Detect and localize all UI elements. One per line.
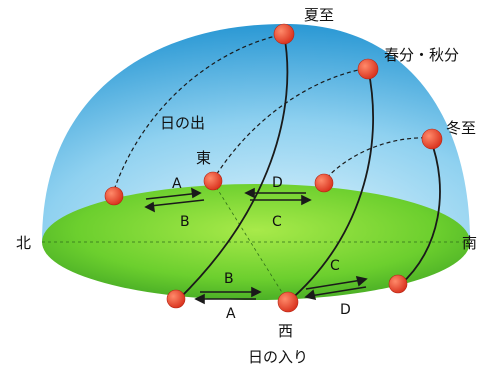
- sun-paths-front: [177, 33, 441, 303]
- sun-equinox-noon: [357, 58, 379, 80]
- winter-path-back: [321, 137, 431, 184]
- sun-summer-rise: [104, 186, 124, 206]
- letter-back-upper-right: D: [272, 175, 283, 191]
- sun-winter-noon: [421, 128, 443, 150]
- label-north: 北: [16, 234, 31, 252]
- horizon-plane: [42, 184, 470, 300]
- sun-summer-noon: [273, 23, 295, 45]
- sun-summer-set: [166, 289, 186, 309]
- sun-winter-rise: [314, 173, 334, 193]
- horizon-axes: [42, 181, 470, 303]
- letter-front-lower-left: A: [226, 306, 236, 322]
- summer-path-front: [177, 33, 289, 301]
- sun-winter-set: [388, 274, 408, 294]
- direction-arrows: [144, 187, 368, 305]
- letter-back-lower-left: B: [180, 214, 190, 230]
- winter-path-front: [399, 137, 441, 286]
- label-sunrise: 日の出: [160, 114, 205, 132]
- letter-front-upper-right: C: [330, 258, 340, 274]
- sun-paths-back: [111, 33, 431, 197]
- sun-markers: [104, 23, 443, 313]
- label-sunset: 日の入り: [248, 348, 308, 366]
- letter-front-lower-right: D: [340, 302, 351, 318]
- label-south: 南: [462, 234, 477, 252]
- label-west: 西: [278, 322, 293, 340]
- letter-front-upper-left: B: [224, 271, 234, 287]
- sun-equinox-rise: [203, 171, 223, 191]
- summer-path-back: [111, 33, 285, 197]
- label-winter-solstice: 冬至: [446, 119, 476, 137]
- letter-back-lower-right: C: [272, 214, 282, 230]
- label-equinox: 春分・秋分: [384, 46, 459, 64]
- label-east: 東: [196, 149, 211, 167]
- sun-equinox-set: [277, 291, 299, 313]
- label-summer-solstice: 夏至: [304, 6, 334, 24]
- letter-back-upper-left: A: [172, 176, 182, 192]
- equinox-path-front: [287, 67, 374, 303]
